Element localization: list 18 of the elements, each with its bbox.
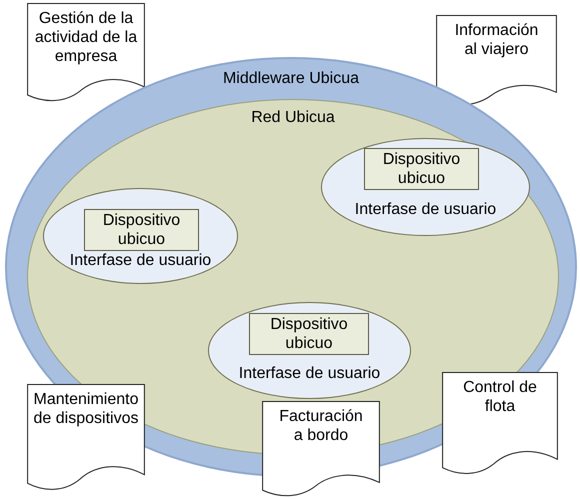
device-box: Dispositivo ubicuo [249,313,369,355]
document-shape [27,3,145,103]
document-label: Mantenimiento de dispositivos [32,390,140,428]
device-box: Dispositivo ubicuo [84,209,199,251]
document-shape [27,384,145,492]
document-shape [262,401,380,498]
document-shape [436,15,557,107]
document-shape [442,372,558,476]
document-label: Facturación a bordo [278,407,364,445]
device-box: Dispositivo ubicuo [364,148,479,190]
document-label: Control de flota [462,378,538,416]
interface-label: Interfase de usuario [354,200,496,219]
document-label: Información al viajero [454,21,540,59]
document-label: Gestión de la actividad de la empresa [34,9,138,66]
area-title: Middleware Ubicua [222,69,360,88]
interface-label: Interfase de usuario [70,251,212,270]
interface-label: Interfase de usuario [238,364,380,383]
area-title: Red Ubicua [251,108,335,127]
